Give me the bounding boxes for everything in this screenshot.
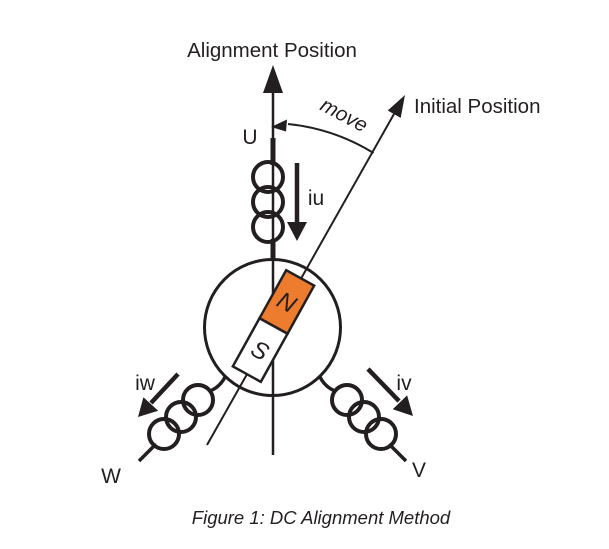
coil-w: [137, 376, 227, 463]
current-w-label: iw: [135, 372, 156, 395]
alignment-position-label: Alignment Position: [187, 39, 357, 62]
coil-w-loop: [181, 383, 215, 417]
current-w-arrowhead: [138, 397, 159, 417]
coil-v-lead: [387, 442, 408, 463]
initial-position-arrowhead: [387, 95, 405, 118]
coil-v: [318, 376, 408, 463]
coil-u-loop: [251, 210, 285, 244]
coil-w-stub: [209, 376, 227, 393]
current-w-line: [149, 372, 180, 405]
phase-w-label: W: [101, 465, 121, 488]
coil-v-loop: [347, 400, 381, 434]
current-u-arrowhead: [287, 222, 307, 241]
move-arc-arrow: [271, 119, 375, 154]
current-v-arrowhead: [392, 395, 413, 416]
current-v-label: iv: [396, 372, 412, 395]
coil-u: [251, 138, 285, 258]
coil-v-loop: [330, 383, 364, 417]
initial-position-label: Initial Position: [414, 95, 540, 118]
current-v-line: [366, 367, 401, 403]
phase-u-label: U: [242, 126, 257, 149]
figure-caption: Figure 1: DC Alignment Method: [192, 507, 451, 528]
coil-w-loop: [164, 400, 198, 434]
current-w-arrow: [138, 372, 180, 417]
coil-u-loop: [251, 160, 285, 194]
coil-v-loop: [364, 417, 398, 451]
alignment-arrowhead: [263, 65, 283, 93]
coil-w-loop: [147, 417, 181, 451]
coil-w-lead: [137, 442, 158, 463]
current-v-arrow: [366, 367, 413, 416]
move-arrowhead: [271, 119, 287, 132]
phase-v-label: V: [412, 459, 426, 482]
current-u-label: iu: [308, 187, 324, 210]
move-arc: [287, 123, 375, 154]
coil-u-loop: [251, 185, 285, 219]
current-u-arrow: [287, 163, 307, 241]
rotor-magnet: N S: [231, 268, 316, 384]
south-pole: [231, 316, 290, 384]
coil-v-stub: [318, 376, 336, 393]
